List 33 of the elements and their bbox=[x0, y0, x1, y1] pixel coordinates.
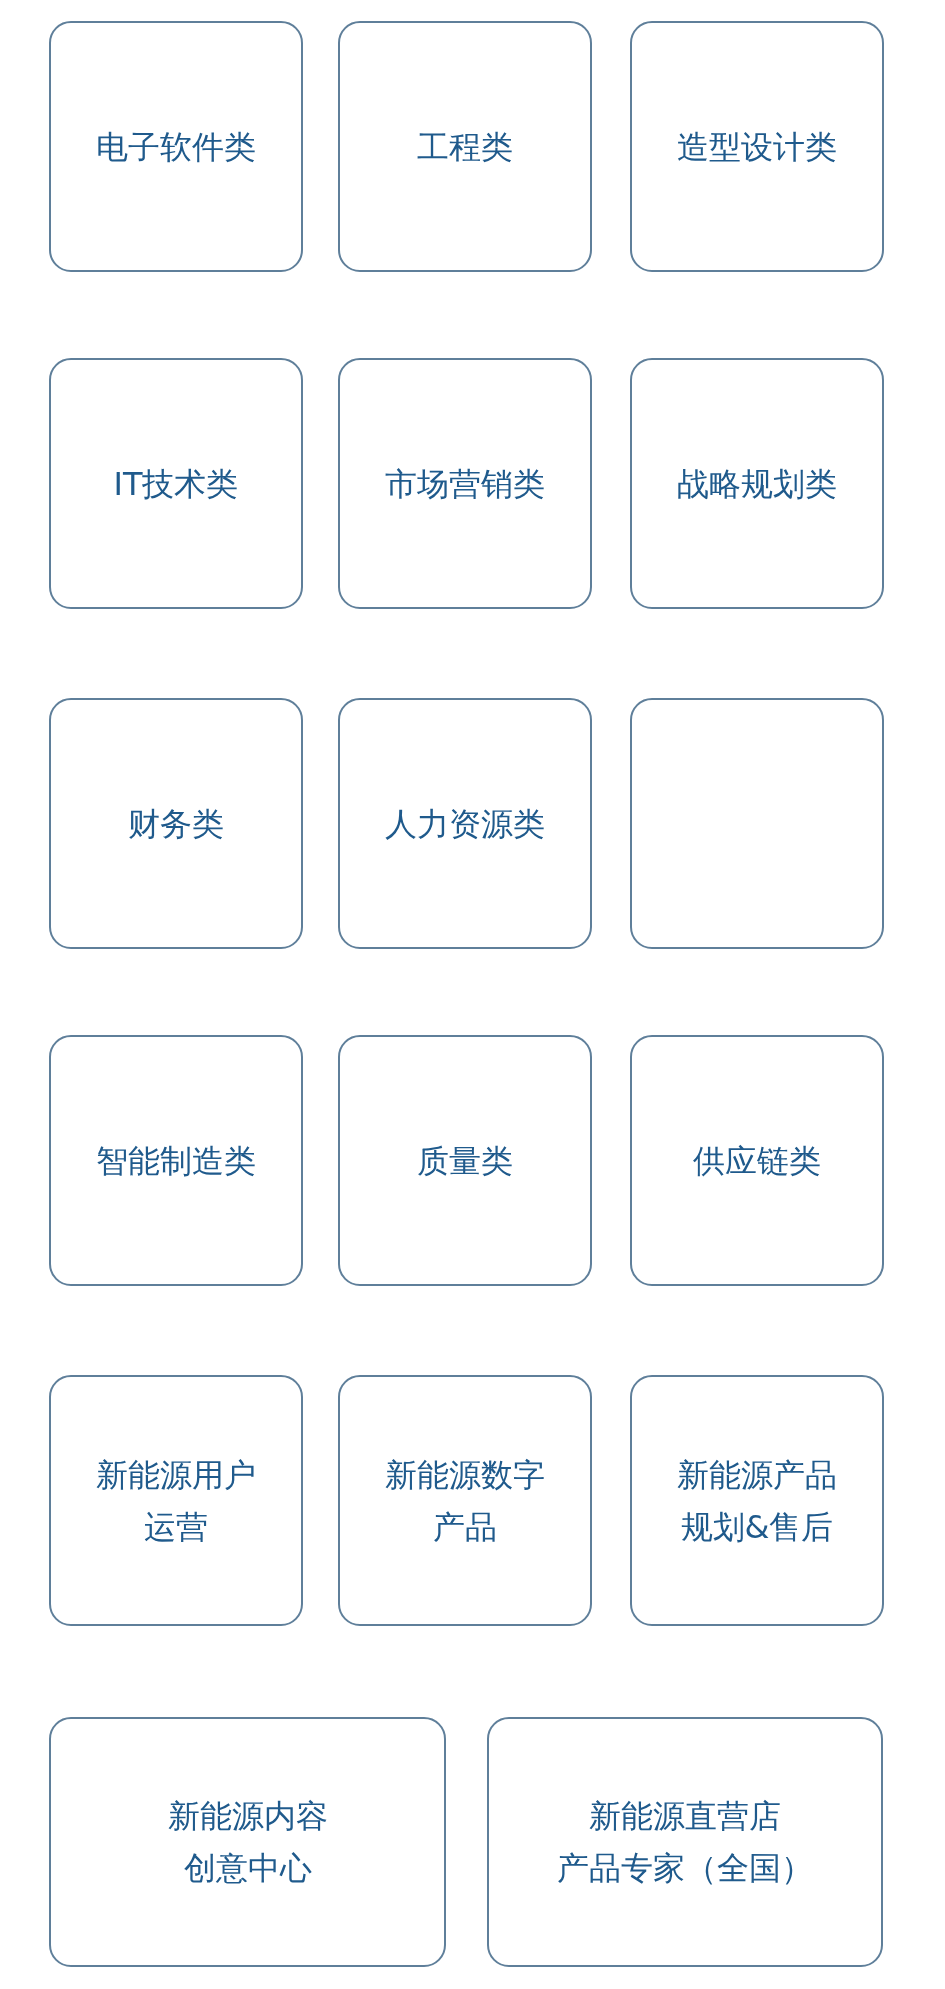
category-card bbox=[338, 698, 592, 949]
category-card bbox=[49, 698, 303, 949]
category-card bbox=[49, 1035, 303, 1286]
category-name: 电子软件类 bbox=[96, 126, 256, 168]
category-name: 智能制造类 bbox=[96, 1140, 256, 1182]
category-card bbox=[338, 1375, 592, 1626]
category-card bbox=[630, 1035, 884, 1286]
category-name: 新能源产品规划&售后 bbox=[677, 1454, 837, 1548]
category-name: 财务类 bbox=[128, 803, 224, 845]
category-name: 市场营销类 bbox=[385, 463, 545, 505]
category-name: IT技术类 bbox=[113, 463, 239, 505]
category-card bbox=[338, 1035, 592, 1286]
category-name: 新能源直营店产品专家（全国） bbox=[557, 1796, 813, 1889]
category-card bbox=[487, 1717, 883, 1967]
category-card bbox=[338, 358, 592, 609]
category-name: 工程类 bbox=[417, 126, 513, 168]
category-card bbox=[630, 21, 884, 272]
category-name: 质量类 bbox=[417, 1140, 513, 1182]
category-card bbox=[49, 1375, 303, 1626]
category-card bbox=[49, 1717, 446, 1967]
category-card bbox=[49, 358, 303, 609]
category-name: 造型设计类 bbox=[677, 126, 837, 168]
category-name: 供应链类 bbox=[693, 1140, 821, 1182]
category-name: 新能源内容创意中心 bbox=[167, 1796, 328, 1889]
category-card bbox=[630, 1375, 884, 1626]
category-name: 新能源用户运营 bbox=[96, 1454, 256, 1548]
category-name: 新能源数字产品 bbox=[385, 1454, 545, 1548]
category-name: 战略规划类 bbox=[677, 463, 837, 505]
category-name: 人力资源类 bbox=[385, 803, 545, 845]
category-card bbox=[630, 358, 884, 609]
category-card bbox=[338, 21, 592, 272]
category-card bbox=[49, 21, 303, 272]
empty-card bbox=[630, 698, 884, 949]
